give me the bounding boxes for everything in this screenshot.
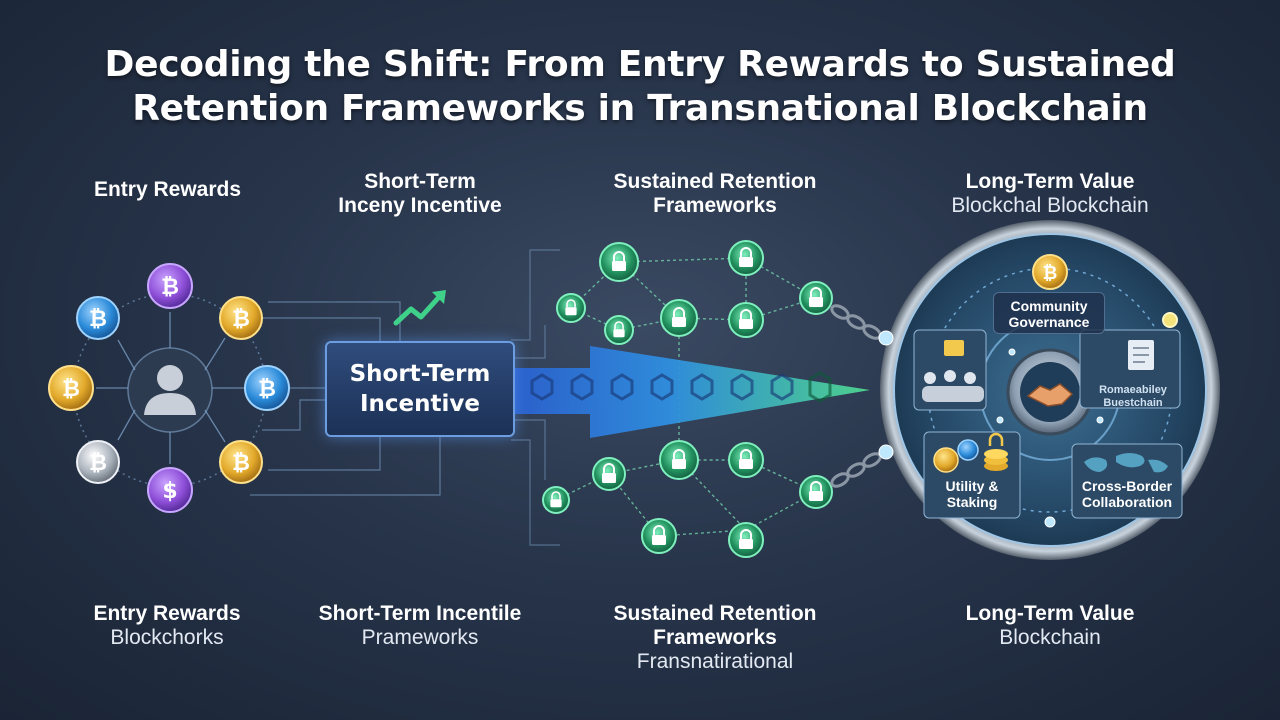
coin-bitcoin-silver <box>76 440 120 484</box>
padlock-icon <box>652 525 666 545</box>
bottom-label-sustained-line3: Fransnatirational <box>636 650 794 673</box>
coin-bitcoin-gold-left <box>48 365 94 411</box>
world-map-icon <box>1071 443 1183 519</box>
padlock-icon <box>672 449 686 469</box>
user-node <box>127 347 213 433</box>
user-icon-body <box>144 393 196 415</box>
top-label-long-term-line2: Blockchal Blockchain <box>951 194 1149 217</box>
top-label-long-term: Long-Term Value Blockchal Blockchain <box>920 170 1180 218</box>
romaeabiley-line1: Romaeabiley <box>1099 384 1167 396</box>
coin-symbol-4: ₿ <box>62 377 80 402</box>
padlock-icon <box>739 247 753 267</box>
coin-bitcoin-gold-top <box>219 296 263 340</box>
top-label-entry-text: Entry Rewards <box>93 178 242 201</box>
hub-coin-icon: ₿ <box>1032 254 1068 290</box>
bottom-label-sustained-line1: Sustained Retention <box>613 602 817 625</box>
coin-symbol-5: ₿ <box>258 377 276 402</box>
community-governance-card: Community Governance <box>993 292 1105 334</box>
romaeabiley-line2: Buestchain <box>1103 397 1163 409</box>
title-line-2: Retention Frameworks in Transnational Bl… <box>132 88 1148 129</box>
handshake-icon <box>1006 348 1094 436</box>
top-label-long-term-line1: Long-Term Value <box>965 170 1135 193</box>
utility-staking-line1: Utility & <box>945 478 999 494</box>
coin-symbol-3: ₿ <box>232 307 250 332</box>
padlock-icon <box>739 529 753 549</box>
bottom-label-long-line2: Blockchain <box>999 626 1101 649</box>
left-connectors <box>250 301 441 496</box>
community-governance-line1: Community <box>1010 298 1088 314</box>
coin-symbol-6: ₿ <box>89 451 107 476</box>
bottom-label-short-line2: Prameworks <box>361 626 479 649</box>
top-label-short-term-line1: Short-Term <box>364 170 476 193</box>
bottom-label-entry-line1: Entry Rewards <box>93 602 241 625</box>
padlock-icon <box>739 309 753 329</box>
bottom-label-sustained: Sustained Retention Frameworks Fransnati… <box>590 602 840 674</box>
bottom-label-short-line1: Short-Term Incentile <box>318 602 522 625</box>
incentive-box-line1: Short-Term <box>349 361 491 387</box>
cross-border-line2: Collaboration <box>1081 494 1173 510</box>
padlock-icon <box>550 491 562 508</box>
short-term-incentive-box: Short-Term Incentive <box>325 341 515 437</box>
coin-bitcoin-blue-left <box>76 296 120 340</box>
lock-nodes <box>542 240 833 558</box>
document-icon <box>1079 329 1181 409</box>
coin-symbols: ₿ ₿ ₿ ₿ ₿ ₿ ₿ $ <box>62 275 276 504</box>
bottom-label-long-term: Long-Term Value Blockchain <box>930 602 1170 650</box>
utility-staking-line2: Staking <box>946 494 998 510</box>
coin-bitcoin-blue-right <box>244 365 290 411</box>
padlock-icon <box>612 251 626 271</box>
chain-links <box>830 304 882 488</box>
coin-stack-icon <box>923 431 1021 519</box>
community-governance-line2: Governance <box>1008 314 1090 330</box>
hub-coin-symbol: ₿ <box>1043 263 1058 284</box>
bottom-label-sustained-line2: Frameworks <box>653 626 777 649</box>
incentive-box-line2: Incentive <box>359 391 480 417</box>
top-label-short-term: Short-Term Inceny Incentive <box>300 170 540 218</box>
utility-staking-label: Utility & Staking <box>926 478 1018 510</box>
padlock-icon <box>565 299 577 316</box>
top-label-sustained: Sustained Retention Frameworks <box>590 170 840 218</box>
user-icon-head <box>157 365 183 391</box>
user-spokes <box>96 312 245 464</box>
bottom-label-short-term: Short-Term Incentile Prameworks <box>295 602 545 650</box>
top-label-sustained-line2: Frameworks <box>653 194 777 217</box>
bottom-label-entry: Entry Rewards Blockchorks <box>52 602 282 650</box>
arrow-chain-links <box>530 371 832 403</box>
bottom-label-entry-line2: Blockchorks <box>110 626 224 649</box>
top-label-sustained-line1: Sustained Retention <box>613 170 817 193</box>
cross-border-label: Cross-Border Collaboration <box>1072 478 1182 510</box>
progress-arrow <box>505 346 870 438</box>
top-label-short-term-line2: Inceny Incentive <box>338 194 502 217</box>
coin-symbol-2: ₿ <box>89 307 107 332</box>
romaeabiley-label: Romaeabiley Buestchain <box>1090 384 1176 410</box>
network-feed-lines <box>511 249 560 546</box>
top-label-entry-rewards: Entry Rewards <box>60 178 275 202</box>
padlock-glyphs <box>550 247 823 549</box>
coin-symbol-8: $ <box>162 479 177 504</box>
padlock-icon <box>739 449 753 469</box>
title-line-1: Decoding the Shift: From Entry Rewards t… <box>104 44 1176 85</box>
padlock-icon <box>809 481 823 501</box>
coin-symbol-7: ₿ <box>232 451 250 476</box>
coin-bitcoin-gold-bottom <box>219 440 263 484</box>
padlock-icon <box>809 287 823 307</box>
coin-symbol-1: ₿ <box>161 275 179 300</box>
bottom-label-long-line1: Long-Term Value <box>965 602 1135 625</box>
padlock-icon <box>602 463 616 483</box>
meeting-group-icon <box>913 329 987 411</box>
hub-yellow-dot <box>1162 312 1178 328</box>
coin-dollar-purple <box>147 467 193 513</box>
padlock-icon <box>613 321 625 338</box>
padlock-icon <box>672 307 686 327</box>
coin-bitcoin-purple <box>147 263 193 309</box>
cross-border-line1: Cross-Border <box>1081 478 1173 494</box>
trend-up-icon <box>393 290 446 326</box>
